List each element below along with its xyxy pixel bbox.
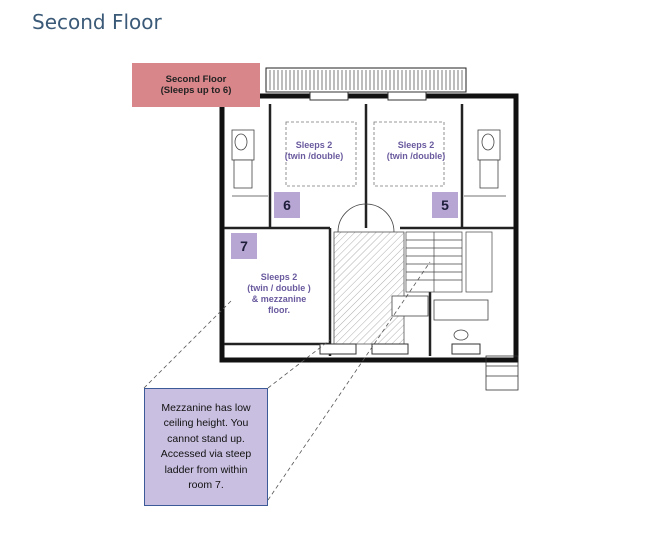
room-6-line2: (twin /double) [284, 151, 344, 161]
ensuite-left [231, 129, 268, 197]
room-7-number: 7 [231, 233, 257, 259]
room-6-capacity: Sleeps 2 (twin /double) [276, 140, 352, 162]
note-line-3: cannot stand up. [167, 432, 245, 445]
room-7-line3: & mezzanine [251, 294, 307, 304]
room-5-number: 5 [432, 192, 458, 218]
internal-walls [224, 104, 514, 356]
staircase [405, 231, 493, 293]
leader-lines [143, 261, 431, 501]
mezzanine-note: Mezzanine has low ceiling height. You ca… [144, 388, 268, 506]
room-5-line2: (twin /double) [386, 151, 446, 161]
note-line-5: ladder from within [164, 463, 248, 476]
note-line-2: ceiling height. You [163, 417, 249, 429]
floor-label-capacity: (Sleeps up to 6) [160, 85, 232, 96]
room-6-number: 6 [274, 192, 300, 218]
ensuite-right [464, 129, 506, 197]
room-7-line1: Sleeps 2 [260, 272, 298, 282]
note-line-1: Mezzanine has low [161, 401, 251, 414]
balcony-railing [265, 67, 467, 93]
outer-walls [219, 93, 519, 363]
beds [285, 121, 445, 187]
room-7-line4: floor. [268, 305, 290, 315]
room-7-line2: (twin / double ) [247, 283, 311, 293]
note-line-4: Accessed via steep [160, 448, 252, 460]
floor-label: Second Floor (Sleeps up to 6) [132, 63, 260, 107]
top-windows [309, 91, 427, 101]
note-line-6: room 7. [188, 479, 224, 491]
room-6-line1: Sleeps 2 [295, 140, 333, 150]
page-title: Second Floor [32, 10, 162, 34]
room-5-line1: Sleeps 2 [397, 140, 435, 150]
room-5-capacity: Sleeps 2 (twin /double) [378, 140, 454, 162]
room-7-capacity: Sleeps 2 (twin / double ) & mezzanine fl… [234, 272, 324, 316]
bathroom [391, 295, 489, 341]
floor-label-title: Second Floor [165, 74, 227, 85]
landing [333, 203, 405, 345]
bottom-windows [319, 343, 481, 355]
right-annex [485, 355, 519, 391]
